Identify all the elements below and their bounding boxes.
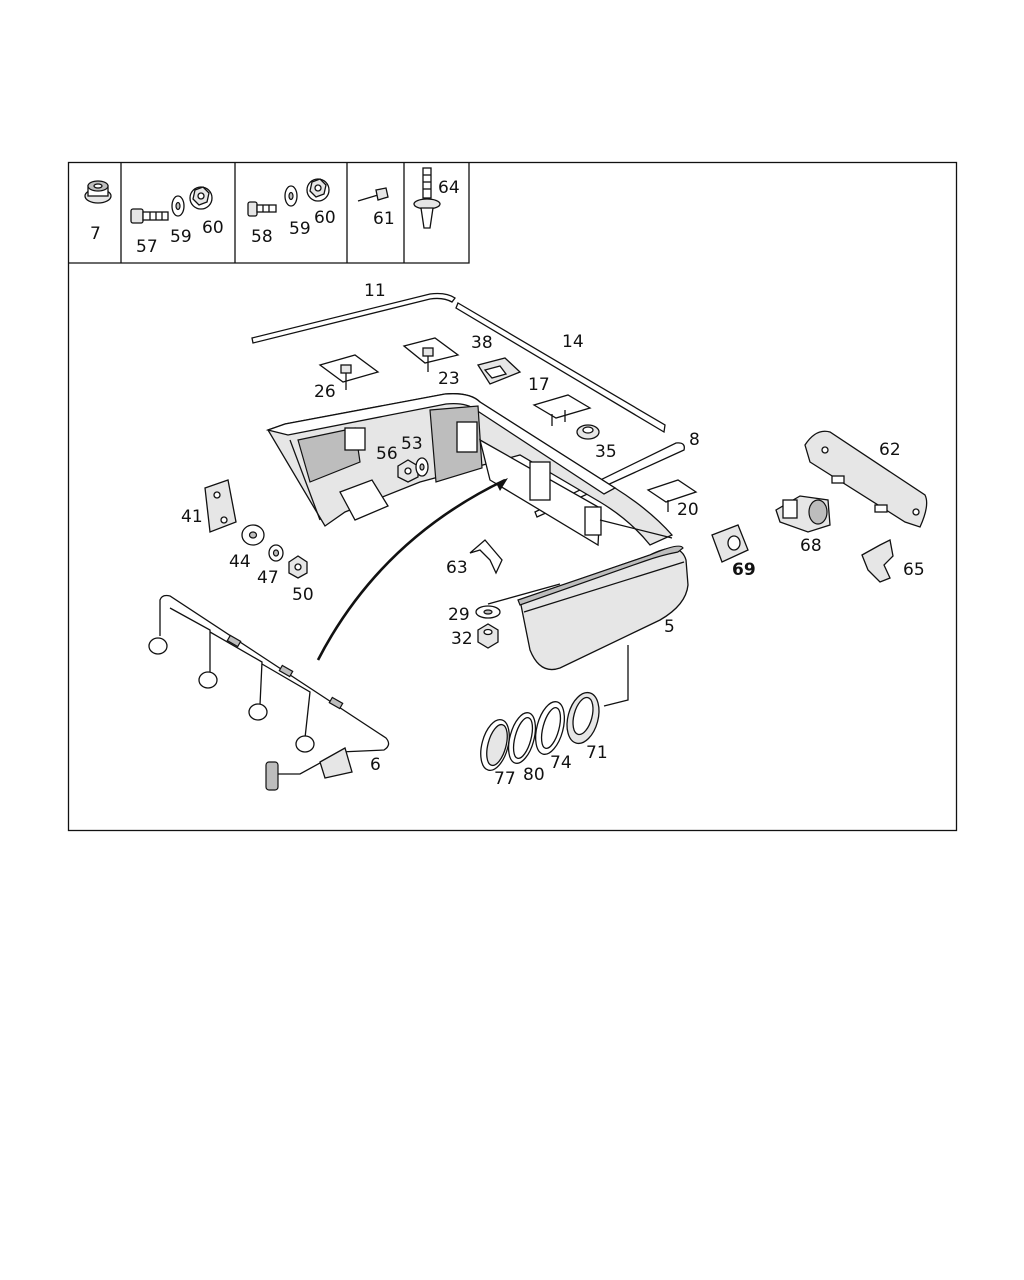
part-label: 56 (376, 444, 398, 464)
trim-strip-upper (251, 292, 456, 344)
washer-icon (171, 195, 185, 217)
trim-ring (507, 712, 537, 764)
bolt-icon (247, 201, 277, 217)
leader-line (487, 583, 561, 605)
bolt-icon (130, 208, 169, 224)
part-label: 44 (229, 552, 251, 572)
part-label: 80 (523, 765, 545, 785)
clip-icon (576, 424, 600, 440)
connector-clip (861, 539, 894, 583)
part-label: 59 (170, 227, 192, 247)
bracket-icon (469, 539, 503, 575)
part-label: 29 (448, 605, 470, 625)
flange-nut-icon (306, 178, 330, 202)
part-label: 41 (181, 507, 203, 527)
part-label: 14 (562, 332, 584, 352)
washer-icon (475, 605, 501, 619)
part-label: 35 (595, 442, 617, 462)
part-label: 71 (586, 743, 608, 763)
parking-sensor (775, 495, 831, 533)
part-label: 7 (90, 224, 101, 244)
part-label: 5 (664, 617, 675, 637)
part-label: 26 (314, 382, 336, 402)
part-label: 59 (289, 219, 311, 239)
sensor-housing (711, 524, 749, 563)
diagram-frame (67, 161, 958, 832)
mounting-bracket (204, 479, 237, 533)
part-label: 61 (373, 209, 395, 229)
part-label: 63 (446, 558, 468, 578)
washer-icon (284, 185, 298, 207)
bumper-cover (517, 519, 689, 671)
trim-ring (480, 719, 510, 771)
clip-icon (402, 337, 460, 372)
flange-nut-icon (189, 186, 213, 210)
clip-icon (476, 357, 522, 385)
part-label: 17 (528, 375, 550, 395)
clip-icon (646, 479, 698, 512)
part-label-highlighted: 69 (732, 560, 756, 580)
washer-icon (415, 457, 429, 477)
reflector-strip (804, 430, 928, 528)
trim-ring (534, 701, 566, 755)
leader-line (603, 645, 629, 707)
part-label: 57 (136, 237, 158, 257)
part-label: 47 (257, 568, 279, 588)
part-label: 23 (438, 369, 460, 389)
bumper-shell (265, 393, 674, 547)
trim-ring (566, 691, 600, 745)
part-label: 68 (800, 536, 822, 556)
part-label: 64 (438, 178, 460, 198)
part-label: 32 (451, 629, 473, 649)
expansion-rivet-icon (413, 167, 441, 229)
part-label: 11 (364, 281, 386, 301)
part-label: 58 (251, 227, 273, 247)
nut-icon (477, 623, 499, 649)
washer-icon (241, 524, 265, 546)
clip-icon (318, 354, 380, 390)
part-label: 77 (494, 769, 516, 789)
assembly-arrow (316, 478, 506, 661)
part-label: 60 (314, 208, 336, 228)
part-label: 50 (292, 585, 314, 605)
part-label: 38 (471, 333, 493, 353)
clip-icon (532, 394, 592, 426)
trim-strip-right (455, 302, 666, 434)
rivet-icon (357, 187, 389, 202)
wiring-harness (148, 594, 390, 791)
part-label: 53 (401, 434, 423, 454)
part-label: 62 (879, 440, 901, 460)
header-strip-border (68, 162, 470, 264)
nut-icon (397, 459, 419, 483)
grommet-icon (84, 180, 112, 204)
part-label: 74 (550, 753, 572, 773)
nut-icon (288, 555, 308, 579)
part-label: 65 (903, 560, 925, 580)
part-label: 60 (202, 218, 224, 238)
arrow-head (496, 478, 508, 491)
part-label: 6 (370, 755, 381, 775)
part-label: 20 (677, 500, 699, 520)
part-label: 8 (689, 430, 700, 450)
washer-icon (268, 544, 284, 562)
